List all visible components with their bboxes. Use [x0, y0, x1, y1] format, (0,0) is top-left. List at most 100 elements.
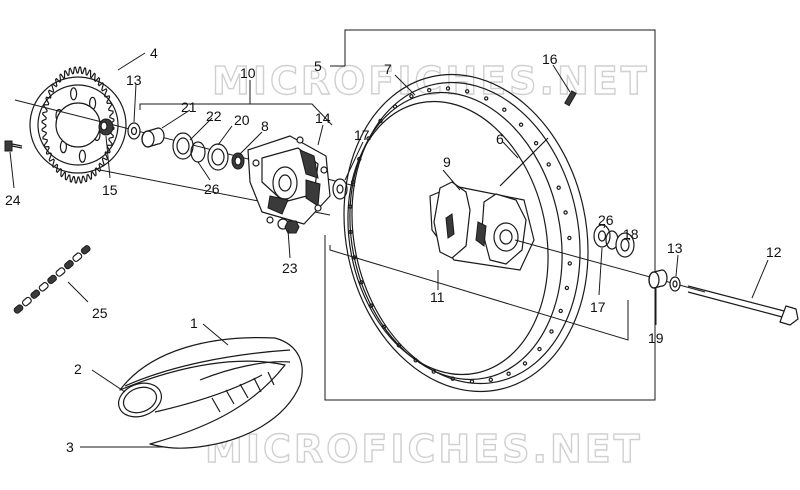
rim-spoke-hole [502, 107, 507, 112]
callout-1: 1 [190, 315, 198, 331]
callout-20: 20 [234, 112, 250, 128]
chain-link [13, 304, 24, 314]
callout-3: 3 [66, 439, 74, 455]
callout-labels: 1 2 3 4 5 6 7 8 9 10 11 12 13 13 14 15 1… [5, 45, 782, 455]
sprocket-nut [98, 118, 114, 136]
rim-spoke-hole [378, 118, 383, 124]
rim-spoke-hole [558, 308, 563, 314]
callout-10: 10 [240, 65, 256, 81]
callout-13a: 13 [126, 72, 142, 88]
callout-12: 12 [766, 244, 782, 260]
sprocket-lightening-hole [69, 87, 78, 101]
callout-19: 19 [648, 330, 664, 346]
callout-4: 4 [150, 45, 158, 61]
washer-right [669, 276, 681, 292]
callout-6: 6 [496, 131, 504, 147]
callout-16: 16 [542, 51, 558, 67]
oil-seal [615, 232, 635, 258]
callout-5: 5 [314, 58, 322, 74]
rim-spoke-hole [465, 89, 470, 94]
spacer [141, 127, 165, 148]
hub-bearing-left [332, 178, 348, 200]
hub-bearing-right [593, 224, 611, 248]
rim-spoke-hole [366, 136, 371, 141]
rim-spoke-hole [488, 377, 493, 382]
callout-23: 23 [282, 260, 298, 276]
washer-left [127, 122, 141, 140]
rim-spoke-hole [533, 140, 539, 146]
rim-group-frame [324, 29, 656, 401]
callout-8: 8 [261, 118, 269, 134]
rim-spoke-hole [537, 346, 542, 352]
callout-2: 2 [74, 361, 82, 377]
callout-7: 7 [384, 61, 392, 77]
rim-spoke-hole [563, 210, 568, 215]
rim-spoke-hole [348, 229, 353, 235]
inner-tube [118, 349, 291, 418]
chain-link [30, 289, 41, 299]
callout-22: 22 [206, 108, 222, 124]
chain-link [80, 245, 91, 255]
rim-spoke-hole [469, 379, 475, 384]
rim-spoke-hole [392, 104, 398, 109]
callout-17a: 17 [354, 127, 370, 143]
callout-9: 9 [443, 154, 451, 170]
spoke [499, 137, 549, 187]
rim-spoke-hole [409, 94, 414, 99]
rim-spoke-hole [352, 255, 357, 260]
rim-spoke-hole [445, 86, 451, 91]
chain-link [38, 282, 49, 292]
rim-spoke-hole [427, 87, 432, 93]
leader-lines [9, 52, 769, 448]
callout-21: 21 [181, 99, 197, 115]
rim-spoke-hole [348, 204, 353, 209]
hub-parts-bracket [139, 103, 333, 126]
valve-stem [564, 90, 577, 107]
rim-spoke-hole [518, 122, 524, 127]
rim-spoke-hole [506, 371, 511, 376]
chain-link [55, 267, 66, 277]
rim-spoke-hole [350, 179, 356, 185]
rim-spoke-hole [357, 156, 362, 162]
sprocket-carrier [247, 135, 331, 225]
rear-sprocket [29, 66, 127, 184]
axle-spacer [648, 269, 668, 289]
rim-spoke-hole [484, 96, 489, 101]
watermark-top: MICROFICHES.NET [212, 59, 650, 103]
rim-spoke-hole [381, 324, 387, 329]
chain-link [47, 274, 57, 285]
wheel-axle [687, 285, 799, 326]
callout-26b: 26 [598, 212, 614, 228]
bearing-20 [207, 143, 229, 171]
axle-group-frame [329, 245, 629, 341]
rim-spoke-hole [450, 376, 455, 381]
chain-link [64, 259, 74, 270]
callout-11: 11 [430, 289, 445, 305]
rim-spoke-hole [359, 280, 364, 285]
rim-spoke-hole [564, 285, 570, 291]
rim-spoke-hole [556, 185, 561, 190]
rim-spoke-hole [369, 303, 374, 308]
callout-17b: 17 [590, 299, 606, 315]
rim-spoke-hole [567, 261, 573, 266]
callout-25: 25 [92, 305, 108, 321]
chain-link [72, 252, 83, 262]
rim-spoke-hole [549, 329, 554, 334]
callout-13b: 13 [667, 240, 683, 256]
rim-spoke-hole [431, 369, 436, 374]
rim-spoke-hole [522, 361, 528, 366]
tyre [119, 337, 303, 449]
rim-spoke-hole [396, 343, 402, 348]
callout-14: 14 [315, 110, 331, 126]
chain-link [21, 296, 32, 307]
callout-18: 18 [623, 226, 639, 242]
wheel-hub [429, 181, 535, 271]
drive-chain [13, 245, 91, 314]
callout-15: 15 [102, 182, 118, 198]
watermark-bottom: MICROFICHES.NET [205, 427, 643, 471]
sprocket-lightening-hole [78, 149, 87, 163]
wheel-rim [343, 73, 589, 393]
rim-spoke-hole [546, 162, 551, 167]
bearing-22 [172, 132, 194, 160]
